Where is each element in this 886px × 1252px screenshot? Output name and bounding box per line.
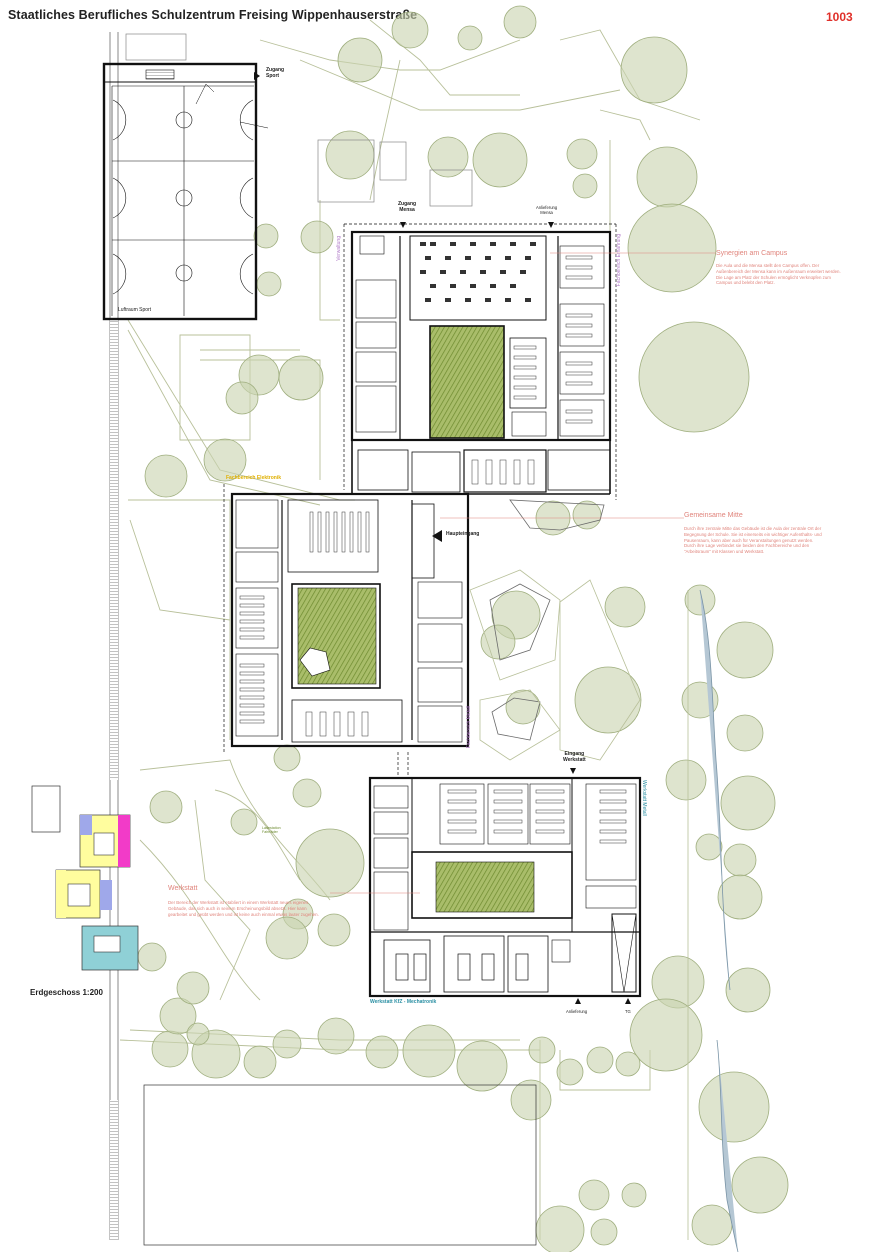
stream [687,589,739,1252]
zone-werkstatt-kfz: Werkstatt KfZ - Mechatronik [370,999,437,1005]
trees [137,5,789,1252]
entrance-markers [254,72,631,1004]
annotation-mitte-title: Gemeinsame Mitte [684,512,743,519]
sheet-title: Staatliches Berufliches Schulzentrum Fre… [8,8,418,22]
railway-boundary [109,32,119,1240]
sheet-number: 1003 [826,10,853,24]
label-haupteingang: Haupteingang [446,531,480,537]
connector-block [351,440,611,495]
zone-werkstatt-metall: Werkstatt Metall [641,780,647,816]
main-building-north [343,223,617,500]
annotation-werkstatt-title: Werkstatt [168,885,198,892]
annotation-synergien-title: Synergien am Campus [716,250,788,257]
zone-fachbereich-metall: Fachbereich Metall [466,706,472,749]
annotation-leaders [330,252,716,894]
main-building-middle [223,484,470,752]
label-anlieferung: Anlieferung [566,1009,588,1014]
label-tg: TG [625,1009,631,1014]
workshop-benches [447,789,627,844]
workshop-building [368,752,642,998]
annotation-synergien-body: Die Aula und die Mensa stellt den Campus… [716,263,841,286]
label-sporthalle-note: Luftraum Sport [118,307,152,313]
zone-fachbereich-ernaehrung: Fachbereich Ernährung [616,234,622,287]
scale-label: Erdgeschoss 1:200 [30,988,103,997]
zone-verwaltung: Verwaltung [336,236,342,261]
sports-hall [102,62,269,321]
outdoor-structures [31,33,537,1246]
annotation-werkstatt-body: Der Bereich der Werkstatt ist etabliert … [168,900,319,917]
plaza-features [469,499,641,761]
key-plan [55,814,139,971]
annotation-mitte-body: Durch ihre zentrale Mitte das Gebäude is… [684,526,822,555]
zone-fachbereich-elektronik: Fachbereich Elektronik [226,475,282,481]
classroom-desks [239,255,593,737]
mensa-tables [420,242,536,302]
